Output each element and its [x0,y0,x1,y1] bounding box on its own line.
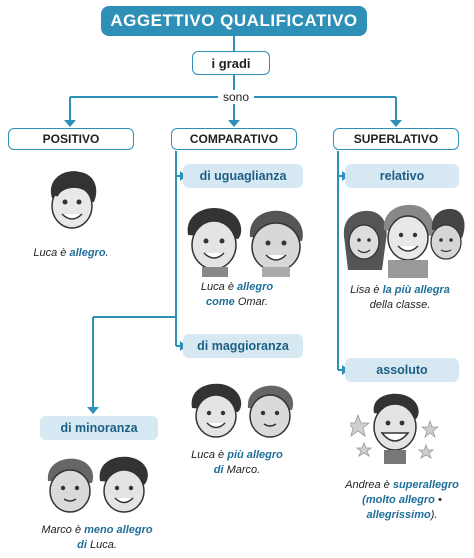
andrea-stars-illustration [350,393,440,464]
caption-keyword: come [206,296,235,308]
caption-assoluto: Andrea è superallegro (molto allegro • a… [336,478,468,523]
caption-keyword: di [213,464,224,476]
luca-illustration [50,171,97,229]
caption-text: Luca è [33,247,70,259]
caption-text: della classe. [369,299,431,311]
diagram-title: AGGETTIVO QUALIFICATIVO [101,6,367,36]
caption-keyword: più allegro [227,449,283,461]
superlativo-box: SUPERLATIVO [333,128,459,150]
caption-text: Luca è [200,281,237,293]
caption-text: Omar. [234,296,268,308]
sono-label: sono [218,90,254,104]
assoluto-box: assoluto [345,358,459,382]
uguaglianza-box: di uguaglianza [183,164,303,188]
caption-keyword: di [77,539,87,551]
caption-keyword: meno allegro [84,524,153,536]
caption-keyword: (molto allegro [362,494,435,506]
caption-text: Luca. [86,539,117,551]
gradi-box: i gradi [192,51,270,75]
caption-positivo: Luca è allegro. [10,246,132,261]
positivo-box: POSITIVO [8,128,134,150]
maggioranza-box: di maggioranza [183,334,303,358]
caption-keyword: allegro [69,247,106,259]
caption-keyword: allegrissimo [366,509,431,521]
marco-luca-illustration [47,456,148,513]
luca-omar-illustration [187,208,303,277]
caption-keyword: allegro [237,281,274,293]
caption-text: • [434,494,442,506]
caption-text: Lisa è [350,284,383,296]
caption-text: Andrea è [345,479,393,491]
luca-marco-illustration [191,383,294,438]
caption-maggioranza: Luca è più allegro di Marco. [174,448,300,478]
comparativo-box: COMPARATIVO [171,128,297,150]
caption-relativo: Lisa è la più allegra della classe. [336,283,464,313]
caption-text: Marco è [41,524,85,536]
relativo-box: relativo [345,164,459,188]
caption-keyword: la più allegra [382,284,450,296]
caption-text: . [105,247,109,259]
caption-text: Marco. [223,464,261,476]
caption-text: Luca è [191,449,228,461]
caption-text: ). [430,509,438,521]
caption-uguaglianza: Luca è allegro come Omar. [174,280,300,310]
caption-minoranza: Marco è meno allegro di Luca. [30,523,164,553]
minoranza-box: di minoranza [40,416,158,440]
lisa-classmates-illustration [343,204,465,278]
caption-keyword: superallegro [392,479,459,491]
